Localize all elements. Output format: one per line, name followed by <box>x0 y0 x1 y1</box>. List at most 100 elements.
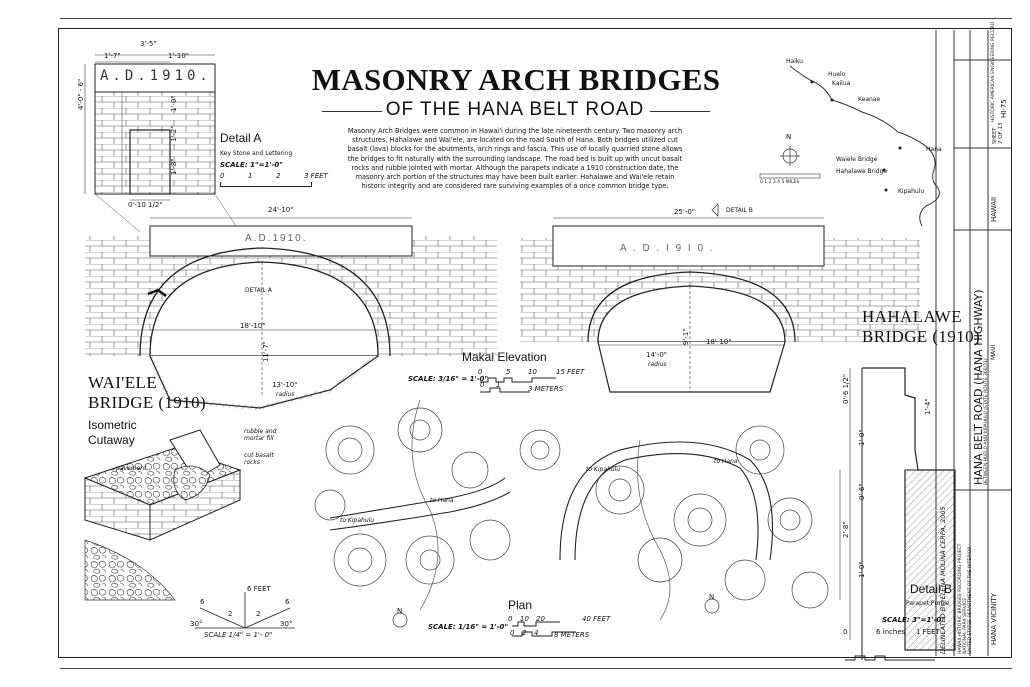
makai-feet-3: 15 FEET <box>556 368 585 376</box>
waiele-radius-value: 13'-10" <box>272 381 298 389</box>
title-block-main-sub: BETWEEN HUELO AND KIPAHULU (STATE ROUTE … <box>984 358 989 485</box>
plan-feet-2: 20 <box>536 615 545 623</box>
plan-scale: SCALE: 1/16" = 1'-0" <box>428 623 509 631</box>
detail-a-scale-2: 2 <box>276 172 281 180</box>
detail-b-dim-1: 0'-6 1/2" <box>842 373 850 404</box>
hahalawe-detail-label: DETAIL B <box>726 207 753 214</box>
top-rule <box>60 18 1012 19</box>
makai-feet-2: 10 <box>528 368 537 376</box>
plan-meters-2: 4 <box>534 629 539 637</box>
detail-a-scale-3: 3 FEET <box>304 172 328 180</box>
detail-a-dim-overall: 3'-5" <box>140 40 157 48</box>
detail-b-dim-4: 0'-6" <box>858 483 866 500</box>
plan-to-hana-1: to Hana <box>430 497 454 504</box>
plan-meters-1: 2 <box>522 629 527 637</box>
map-label-keanae: Keanae <box>858 96 881 103</box>
detail-b-scale-2: 1 FEET <box>916 628 940 636</box>
title-block-vicinity: HANA VICINITY <box>990 593 998 645</box>
hahalawe-height: 9'-1" <box>682 328 690 345</box>
map-label-hana: Hana <box>926 146 942 153</box>
detail-b-dim-3: 1'-0" <box>858 429 866 446</box>
title-block-sheet-num: 7 OF 13 <box>998 122 1004 145</box>
detail-a-lettering: A.D.1910. <box>100 68 212 84</box>
plan-feet-0: 0 <box>508 615 513 623</box>
detail-b-scale-0: 0 <box>843 628 848 636</box>
detail-a-scale-1: 1 <box>248 172 253 180</box>
detail-a-subtitle: Key Stone and Lettering <box>220 150 293 157</box>
hahalawe-name-line1: HAHALAWE <box>862 307 963 326</box>
location-map <box>759 65 940 227</box>
plan-meters-0: 0 <box>510 629 515 637</box>
detail-a-scale: SCALE: 1"=1'-0" <box>220 161 283 169</box>
makai-feet-1: 5 <box>506 368 511 376</box>
title-block-agency3: UNITED STATES DEPARTMENT OF THE INTERIOR <box>968 546 973 654</box>
waiele-span: 18'-10" <box>240 322 266 330</box>
map-label-kailua: Kailua <box>832 80 851 87</box>
makai-feet-0: 0 <box>478 368 483 376</box>
waiele-lettering: A.D.1910. <box>245 233 308 244</box>
page-subtitle: OF THE HANA BELT ROAD <box>385 99 645 120</box>
subtitle-rule-right <box>650 111 710 112</box>
detail-a-scale-bar <box>220 182 312 187</box>
hahalawe-elevation <box>520 203 920 393</box>
waiele-elevation <box>85 217 497 411</box>
detail-a-dim-h2: 1'-0" <box>170 95 178 112</box>
hahalawe-span: 18'-10" <box>706 338 732 346</box>
isometric-angle-left: 30° <box>190 620 203 628</box>
detail-a-dim-h4: 1'-8" <box>170 158 178 175</box>
hahalawe-radius-value: 14'-0" <box>646 351 668 359</box>
detail-b-drawing <box>839 367 956 661</box>
makai-scale-bar <box>480 377 556 393</box>
plan-north-label-2: N <box>709 593 715 601</box>
hahalawe-lettering: A . D . I 9 I 0 . <box>620 243 715 254</box>
detail-a-drawing <box>84 54 241 233</box>
detail-a-dim-h3: 1'-2" <box>170 125 178 142</box>
makai-scale: SCALE: 3/16" = 1'-0" <box>408 375 489 383</box>
detail-a-scale-0: 0 <box>220 172 225 180</box>
waiele-width: 24'-10" <box>268 206 294 214</box>
isometric-title-line2: Cutaway <box>88 433 135 447</box>
isometric-pavement-label: pavement <box>116 465 147 472</box>
map-scale: 0 1 2 3 4 5 MILES <box>760 180 800 185</box>
drawing-sheet-border <box>58 28 1012 658</box>
hahalawe-radius-label: radius <box>648 361 667 368</box>
title-block-record: HISTORIC AMERICAN ENGINEERING RECORD <box>991 21 996 122</box>
detail-a-dim-right: 1'-10" <box>168 52 190 60</box>
waiele-height: 11'-7" <box>262 340 270 362</box>
plan-to-kipahulu-1: to Kipahulu <box>340 517 375 524</box>
detail-b-scale: SCALE: 3"=1'-0" <box>882 616 945 624</box>
plan-to-hana-2: to Hana <box>714 458 738 465</box>
detail-b-scale-1: 6 inches <box>876 628 906 636</box>
hahalawe-name-line2: BRIDGE (1910) <box>862 327 981 346</box>
map-label-hahalawe-bridge: Hahalawe Bridge <box>836 168 888 175</box>
detail-b-subtitle: Parapet Profile <box>906 600 950 607</box>
plan-scale-bar <box>512 621 576 637</box>
isometric-scale-num-1: 6 <box>200 598 205 606</box>
detail-b-dim-5: 2'-8" <box>842 521 850 538</box>
waiele-detail-label: DETAIL A <box>245 287 272 294</box>
detail-a-dim-bottom: 0'-10 1/2" <box>128 201 163 209</box>
detail-a-dim-h1: 4'-0" - 6" <box>77 78 85 110</box>
waiele-name-line1: WAI'ELE <box>88 373 158 392</box>
detail-b-dim-2: 1'-4" <box>924 398 932 415</box>
isometric-scale: SCALE 1/4" = 1'- 0" <box>204 631 273 639</box>
isometric-scale-num-2: 2 <box>228 610 233 618</box>
title-block-haer: HI-75 <box>1000 99 1008 118</box>
map-north-label: N <box>786 133 792 141</box>
title-block-state: HAWAII <box>990 196 998 222</box>
isometric-angle-right: 30° <box>280 620 293 628</box>
makai-meters-0: 0 <box>480 381 485 389</box>
map-label-kipahulu: Kipahulu <box>898 188 925 195</box>
page-title: MASONRY ARCH BRIDGES <box>311 62 721 97</box>
title-block-delineated: DELINEATED BY: ELENA MOLINA CERPA, 2005 <box>939 506 947 654</box>
map-label-haiku: Haiku <box>786 58 803 65</box>
title-block-frame <box>935 30 1011 656</box>
isometric-scale-top: 6 FEET <box>247 585 271 593</box>
subtitle-rule-left <box>322 111 382 112</box>
plan-north-arrows <box>392 598 720 628</box>
isometric-scale-num-4: 6 <box>285 598 290 606</box>
isometric-title-line1: Isometric <box>88 418 137 432</box>
plan-to-kipahulu-2: to Kipahulu <box>586 466 621 473</box>
hahalawe-width: 25'-0" <box>674 208 696 216</box>
